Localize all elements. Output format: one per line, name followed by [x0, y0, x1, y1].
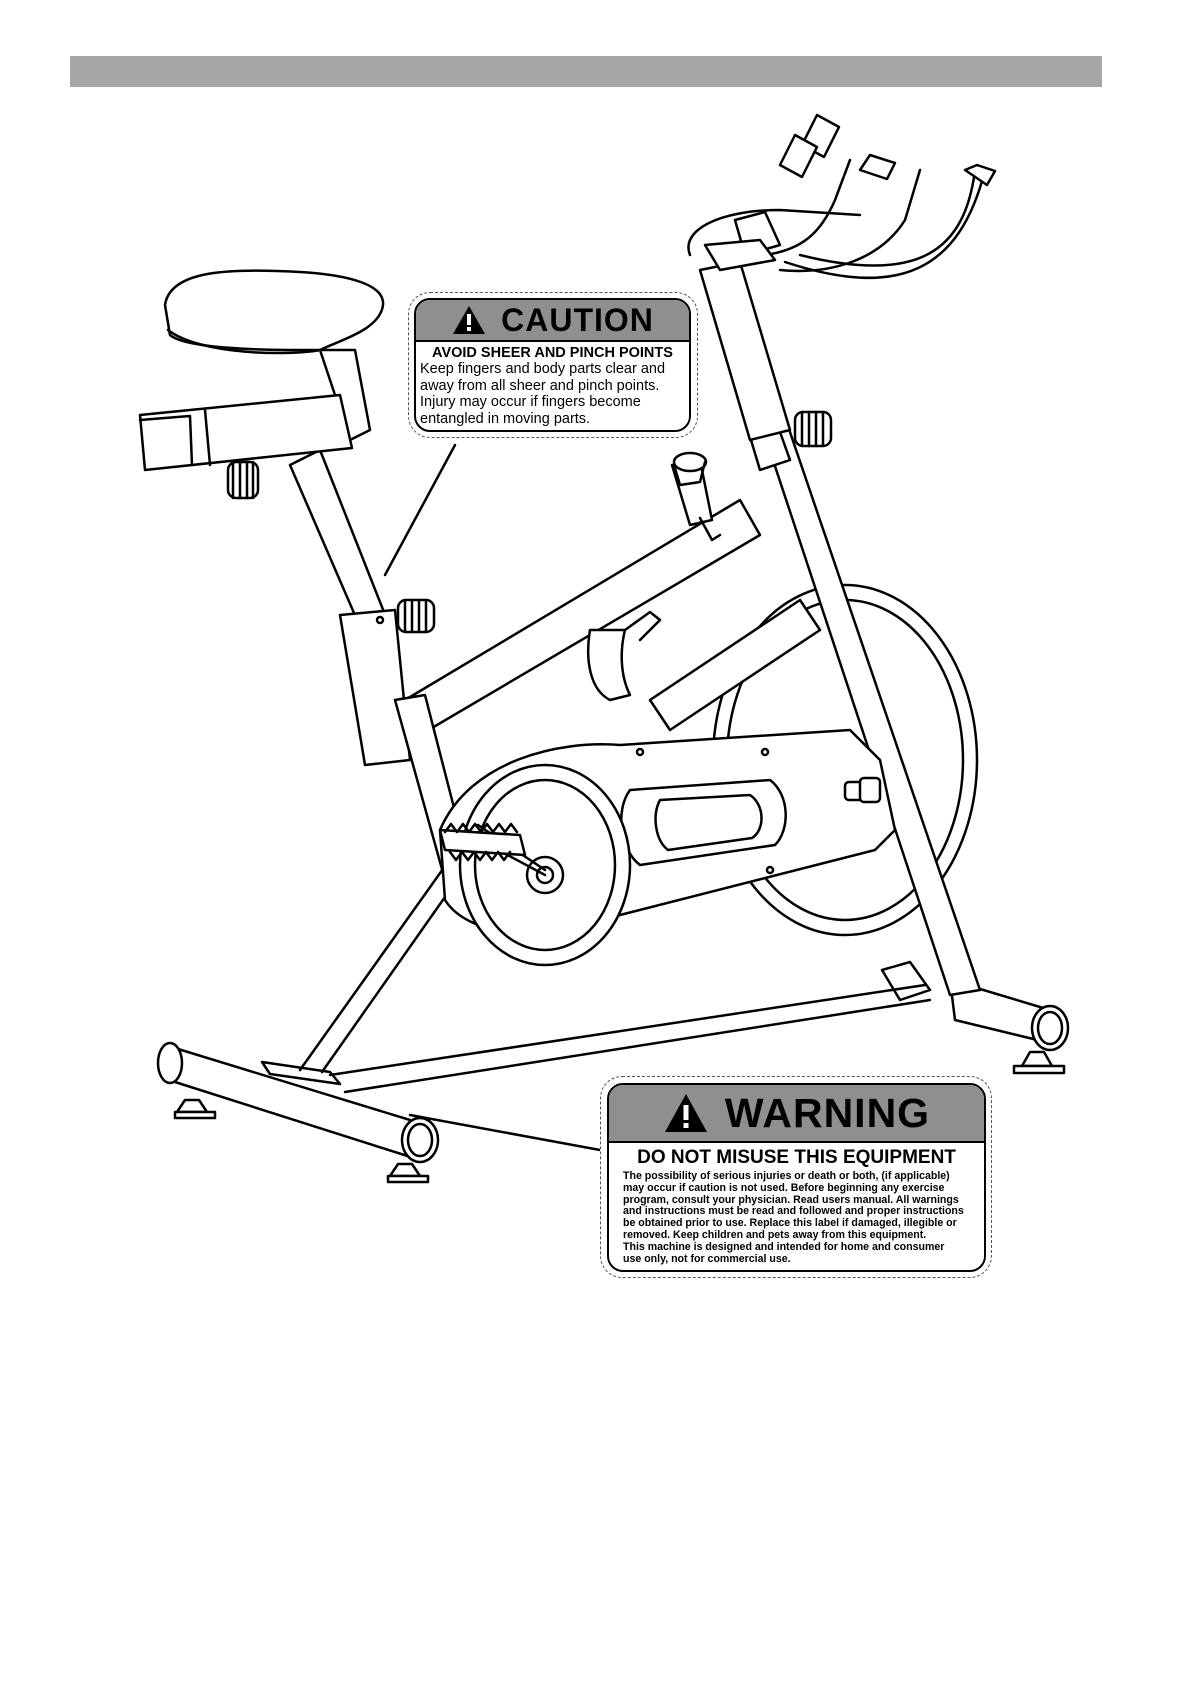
caution-heading: CAUTION [501, 301, 654, 338]
caution-label-frame: CAUTION AVOID SHEER AND PINCH POINTS Kee… [414, 298, 691, 432]
handlebar-knob [793, 410, 833, 448]
warning-body: The possibility of serious injuries or d… [609, 1169, 984, 1265]
warning-label: WARNING DO NOT MISUSE THIS EQUIPMENT The… [600, 1076, 992, 1278]
rear-stabilizer [156, 1041, 440, 1184]
bottle-holder [586, 610, 662, 702]
seat-post [288, 448, 472, 882]
warning-heading: WARNING [724, 1089, 931, 1136]
warning-body-line: use only, not for commercial use. [623, 1252, 791, 1265]
warning-body-line: and instructions must be read and follow… [623, 1205, 964, 1218]
caution-body-line: away from all sheer and pinch points. [420, 377, 660, 394]
caution-label-header: CAUTION [416, 300, 689, 342]
warning-body-line: This machine is designed and intended fo… [623, 1240, 945, 1253]
caution-leader-line [383, 443, 457, 577]
caution-body: Keep fingers and body parts clear and aw… [416, 361, 689, 427]
seat-post-knob [396, 598, 436, 634]
warning-body-line: be obtained prior to use. Replace this l… [623, 1217, 957, 1230]
handlebars [687, 113, 997, 280]
resistance-knob [670, 451, 722, 542]
handlebar-stem [698, 260, 833, 448]
caution-body-line: Keep fingers and body parts clear and [420, 361, 666, 377]
warning-body-line: The possibility of serious injuries or d… [623, 1170, 950, 1182]
crank-ring [458, 763, 632, 967]
pedal [438, 822, 527, 862]
warning-body-line: may occur if caution is not used. Before… [623, 1181, 945, 1194]
header-bar [70, 56, 1102, 87]
seat [138, 269, 385, 500]
caution-body-line: entangled in moving parts. [420, 410, 591, 427]
warning-leader-line [408, 1113, 602, 1152]
caution-subheading: AVOID SHEER AND PINCH POINTS [432, 345, 673, 361]
warning-triangle-icon [453, 306, 486, 334]
caution-body-line: Injury may occur if fingers become [420, 394, 641, 410]
chain-guard-adjuster [843, 776, 882, 804]
warning-triangle-icon [664, 1094, 707, 1132]
warning-label-frame: WARNING DO NOT MISUSE THIS EQUIPMENT The… [607, 1083, 986, 1272]
warning-body-line: program, consult your physician. Read us… [623, 1193, 959, 1206]
seat-adjust-knob [226, 460, 260, 500]
caution-label: CAUTION AVOID SHEER AND PINCH POINTS Kee… [408, 292, 698, 438]
warning-body-line: removed. Keep children and pets away fro… [623, 1228, 927, 1241]
warning-subheading: DO NOT MISUSE THIS EQUIPMENT [637, 1147, 956, 1168]
warning-label-header: WARNING [609, 1085, 984, 1143]
front-stabilizer [880, 960, 1070, 1075]
